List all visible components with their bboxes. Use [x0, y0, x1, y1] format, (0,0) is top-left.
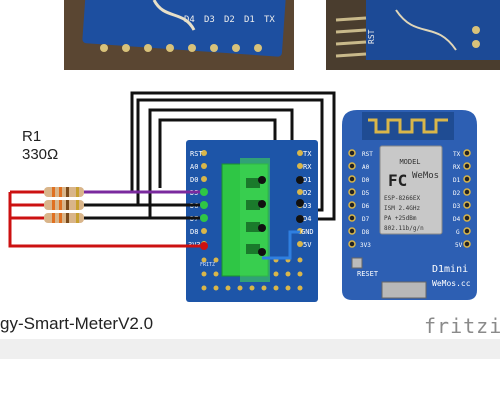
- d1-pin-d7: D7: [362, 216, 370, 223]
- photo-right-art: RST: [326, 0, 500, 70]
- sensor-connector-block: [221, 158, 270, 282]
- d1-pin-g: G: [456, 229, 460, 236]
- d1-pin-d4: D4: [453, 216, 461, 223]
- d1-pin-d0: D0: [362, 177, 370, 184]
- top-photo-left: D4 D3 D2 D1 TX: [64, 0, 294, 70]
- module-text-pa: PA +25dBm: [384, 215, 417, 222]
- shield-pin-d8: D8: [190, 228, 198, 236]
- wemos-d1-mini: MODEL FC WeMos ESP-8266EX ISM 2.4GHz PA …: [342, 110, 477, 300]
- module-brand: WeMos: [412, 171, 439, 181]
- module-text-model: MODEL: [399, 158, 420, 166]
- shield-pin-d3: D3: [303, 202, 311, 210]
- d1-pin-holes: [348, 149, 471, 248]
- photo-left-pin-tx: TX: [264, 15, 275, 25]
- wire-end-dots: [200, 188, 208, 222]
- breadboard-view: RST A0 D0 D5 D6 D7 D8 3V3 TX RX D1 D2 D3…: [8, 91, 477, 302]
- shield-pin-rst: RST: [190, 150, 203, 158]
- d1-pin-rst: RST: [362, 151, 373, 158]
- resistor-value: 330Ω: [22, 146, 59, 163]
- photo-left-art: D4 D3 D2 D1 TX: [64, 0, 294, 70]
- reset-button: [351, 257, 363, 269]
- photo-left-pin-d3: D3: [204, 15, 215, 25]
- shield-pin-d0: D0: [190, 176, 198, 184]
- photo-left-pin-d2: D2: [224, 15, 235, 25]
- d1-pin-d1: D1: [453, 177, 461, 184]
- shield-maker-text: FRITZ: [200, 262, 215, 268]
- module-text-chip: ESP-8266EX: [384, 195, 421, 202]
- photo-left-pin-d1: D1: [244, 15, 255, 25]
- usb-connector: [381, 281, 427, 299]
- photo-right-pin-rst: RST: [367, 29, 376, 44]
- d1-pin-d5: D5: [362, 190, 370, 197]
- shield-pin-5v: 5V: [303, 241, 312, 249]
- diagram-caption: gy-Smart-MeterV2.0: [0, 314, 154, 333]
- d1-pin-d8: D8: [362, 229, 370, 236]
- d1-pin-rx: RX: [453, 164, 461, 171]
- module-text-ism: ISM 2.4GHz: [384, 205, 421, 212]
- shield-pin-d4: D4: [303, 215, 311, 223]
- shield-pin-d1: D1: [303, 176, 311, 184]
- d1-pin-a0: A0: [362, 164, 370, 171]
- resistor-r1: [44, 187, 84, 223]
- shield-pin-tx: TX: [303, 150, 312, 158]
- bottom-grey-bar: [0, 339, 500, 359]
- blue-gnd-wire: [262, 230, 300, 260]
- black-wire-ends: [296, 176, 304, 223]
- d1-name: D1mini: [432, 264, 468, 275]
- shield-pin-d2: D2: [303, 189, 311, 197]
- red-wire-end: [200, 242, 208, 250]
- module-text-wifi: 802.11b/g/n: [384, 225, 424, 232]
- d1-pin-d3: D3: [453, 203, 461, 210]
- d1-pin-tx: TX: [453, 151, 461, 158]
- shield-pin-gnd: GND: [301, 228, 314, 236]
- photo-left-pin-d4: D4: [184, 15, 195, 25]
- d1-pin-5v: 5V: [455, 242, 463, 249]
- resistor-name: R1: [22, 128, 42, 145]
- d1-site: WeMos.cc: [432, 279, 471, 288]
- resistor-3: [44, 213, 84, 223]
- reset-label: RESET: [357, 270, 379, 278]
- shield-pin-a0: A0: [190, 163, 198, 171]
- d1-pin-3v3: 3V3: [360, 242, 371, 249]
- d1-pin-d2: D2: [453, 190, 461, 197]
- d1-pin-d6: D6: [362, 203, 370, 210]
- fcc-mark: FC: [388, 171, 407, 190]
- resistor-2: [44, 200, 84, 210]
- shield-pin-rx: RX: [303, 163, 312, 171]
- resistor-1: [44, 187, 84, 197]
- fritzing-logo: fritzin: [424, 314, 500, 338]
- red-3v3-wire: [8, 190, 200, 248]
- top-photo-right: RST: [326, 0, 500, 70]
